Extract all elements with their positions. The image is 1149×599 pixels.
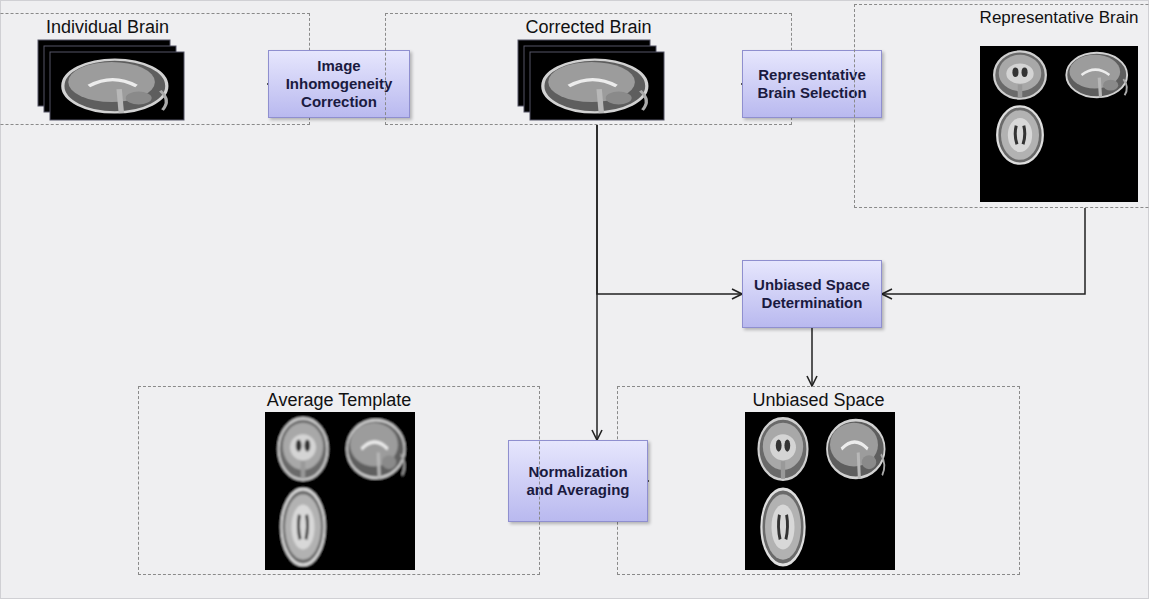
mri-stack: [518, 40, 664, 120]
image-panel: Unbiased Space: [617, 386, 1020, 575]
image-panel: Average Template: [138, 386, 540, 575]
mri-stack: [38, 40, 184, 120]
connector-arrow: [597, 125, 742, 294]
connector-arrow: [882, 208, 1085, 294]
process-box: Image Inhomogeneity Correction: [268, 50, 410, 118]
process-box: Normalization and Averaging: [508, 440, 648, 522]
panel-title: Corrected Brain: [386, 14, 791, 38]
panel-title: Representative Brain: [855, 5, 1149, 28]
connector-arrow: [811, 328, 813, 386]
image-panel: Representative Brain: [854, 4, 1149, 208]
panel-title: Unbiased Space: [618, 387, 1019, 411]
panel-title: Individual Brain: [0, 14, 309, 38]
mri-views: [980, 46, 1138, 202]
connector-arrow: [596, 125, 598, 440]
image-panel: Individual Brain: [0, 13, 310, 125]
process-box: Unbiased Space Determination: [742, 260, 882, 328]
process-label: Image Inhomogeneity Correction: [277, 57, 401, 111]
image-panel: Corrected Brain: [385, 13, 792, 125]
process-label: Normalization and Averaging: [517, 463, 639, 499]
panel-title: Average Template: [139, 387, 539, 411]
process-label: Unbiased Space Determination: [751, 276, 873, 312]
mri-views: [265, 412, 415, 570]
mri-views: [745, 412, 895, 570]
process-box: Representative Brain Selection: [742, 50, 882, 118]
